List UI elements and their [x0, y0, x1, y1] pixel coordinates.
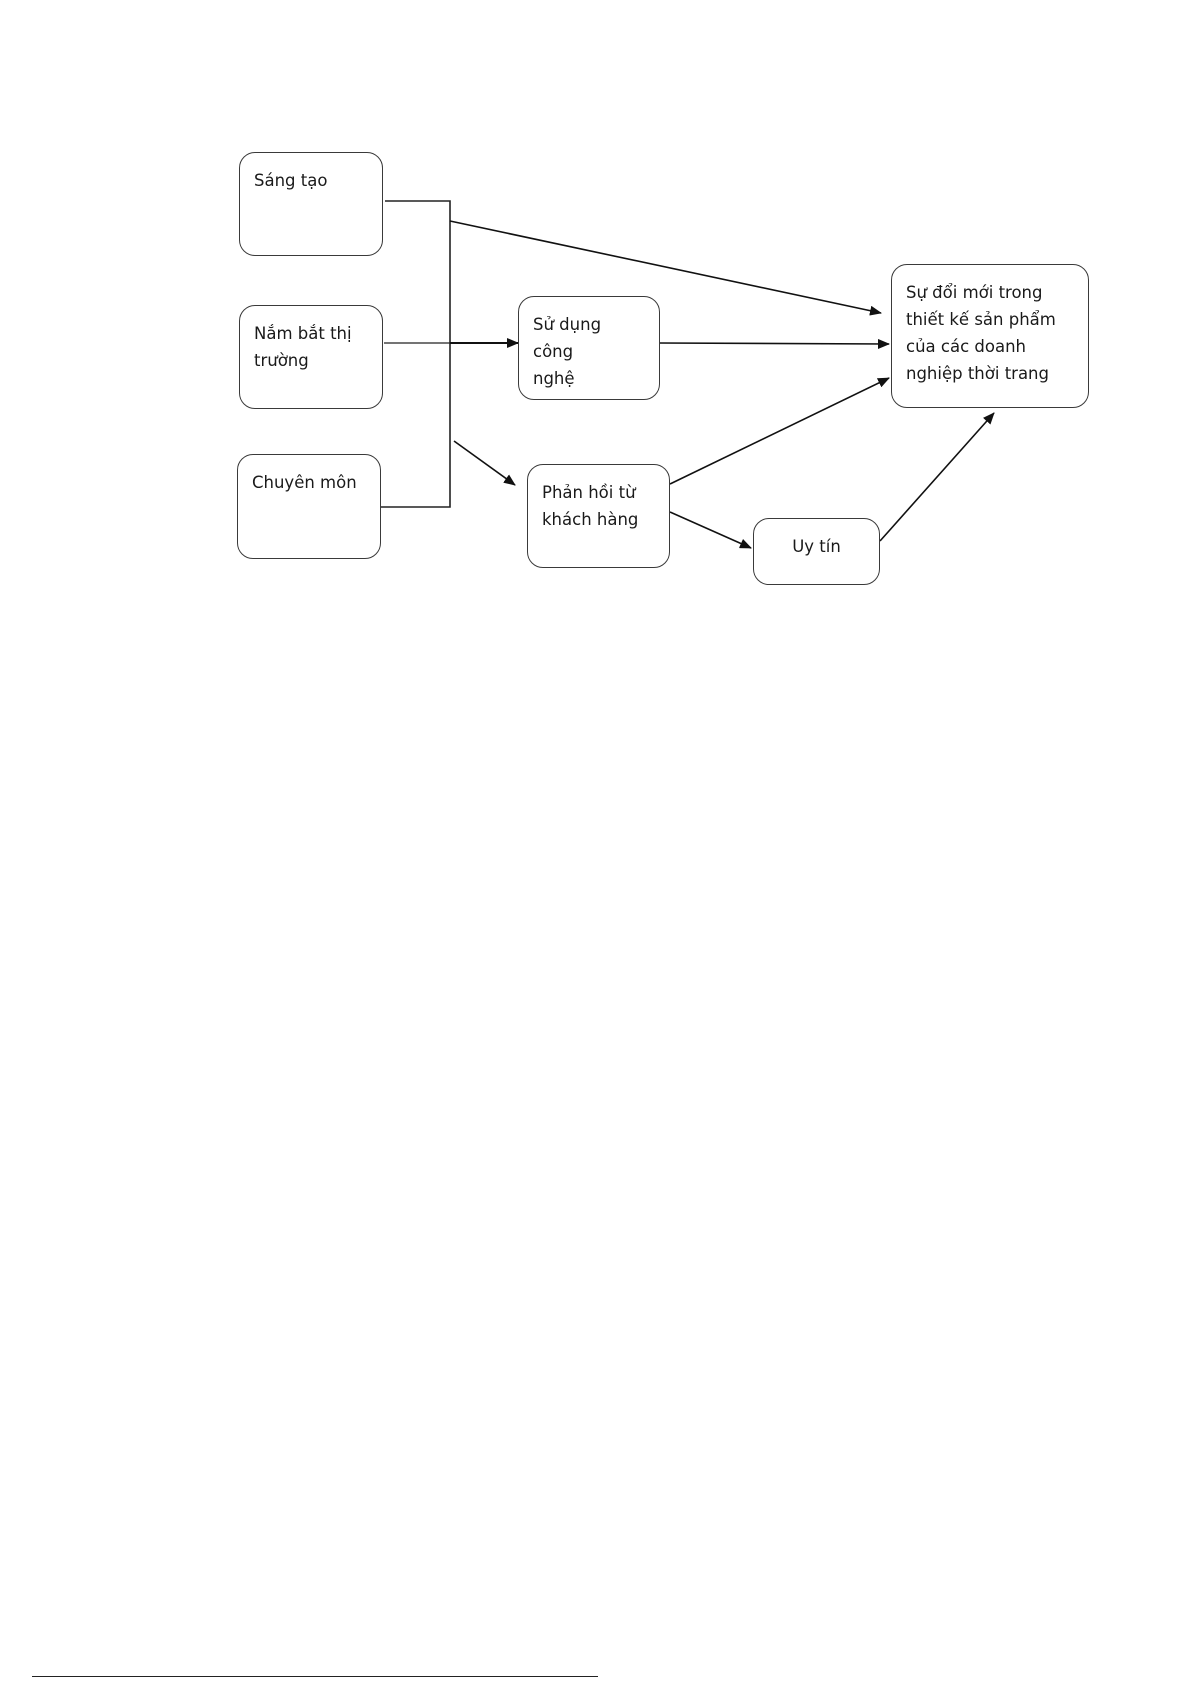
- research-model-diagram: Sáng tạo Nắm bắt thị trường Chuyên môn S…: [0, 0, 1191, 620]
- node-sang-tao: Sáng tạo: [239, 152, 383, 256]
- node-nam-bat-thi-truong: Nắm bắt thị trường: [239, 305, 383, 409]
- node-doi-moi-thiet-ke: Sự đổi mới trong thiết kế sản phẩm của c…: [891, 264, 1089, 408]
- node-label: Chuyên môn: [252, 469, 366, 496]
- node-label: Nắm bắt thị trường: [254, 320, 368, 374]
- arrow-to-phan-hoi: [454, 441, 515, 485]
- collector-bracket: [379, 201, 450, 507]
- arrow-cong-nghe-to-doi-moi: [658, 343, 889, 344]
- node-label: Uy tín: [768, 533, 865, 560]
- arrow-phan-hoi-to-uy-tin: [670, 512, 751, 548]
- node-uy-tin: Uy tín: [753, 518, 880, 585]
- arrow-uy-tin-to-doi-moi: [880, 413, 994, 541]
- node-label: Sự đổi mới trong thiết kế sản phẩm của c…: [906, 279, 1074, 387]
- node-phan-hoi-tu-khach-hang: Phản hồi từ khách hàng: [527, 464, 670, 568]
- arrow-phan-hoi-to-doi-moi: [670, 378, 889, 484]
- node-su-dung-cong-nghe: Sử dụng công nghệ: [518, 296, 660, 400]
- node-label: Phản hồi từ khách hàng: [542, 479, 655, 533]
- node-chuyen-mon: Chuyên môn: [237, 454, 381, 559]
- footnote-separator: [32, 1676, 598, 1677]
- node-label: Sáng tạo: [254, 167, 368, 194]
- node-label: Sử dụng công nghệ: [533, 311, 645, 392]
- arrow-sang-tao-to-doi-moi: [450, 221, 881, 313]
